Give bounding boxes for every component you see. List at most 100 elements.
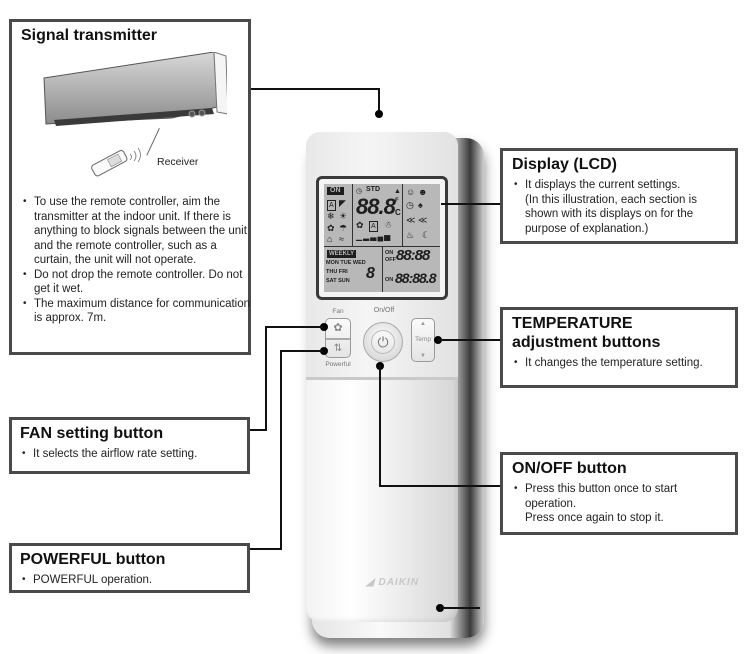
lcd-day-digit: 8	[366, 265, 375, 282]
receiver-sensor	[188, 110, 196, 118]
lcd-person-icon: ☺	[406, 187, 416, 197]
signal-waves-icon	[129, 147, 141, 163]
bullet-item: To use the remote controller, aim the tr…	[23, 195, 256, 268]
indoor-unit-vent	[54, 108, 214, 126]
signal-transmitter-callout: Signal transmitter Receiver To use the r…	[9, 19, 251, 355]
indoor-unit-illustration	[43, 52, 227, 126]
lcd-dry-icon: ☂	[339, 223, 348, 233]
temp-label: Temp	[415, 336, 431, 343]
fan-title: FAN setting button	[20, 425, 164, 442]
powerful-title: POWERFUL button	[20, 551, 166, 568]
onoff-button[interactable]: ⏻	[363, 322, 403, 362]
lcd-temperature-digits: 88.8	[356, 194, 396, 219]
lcd-weekly-indicator: WEEKLY	[327, 250, 357, 258]
lcd-divider	[402, 184, 403, 246]
indoor-unit-side	[213, 52, 227, 115]
temperature-title-line-2: adjustment buttons	[512, 334, 661, 351]
lcd-divider	[352, 184, 353, 246]
connector-line	[379, 365, 381, 485]
connector-line	[379, 485, 501, 487]
power-icon: ⏻	[371, 330, 395, 354]
fan-icon: ✿	[333, 322, 343, 334]
connector-dot	[320, 347, 328, 355]
connector-line	[441, 203, 501, 205]
lcd-days-row-1: MON TUE WED	[326, 260, 366, 266]
connector-line	[378, 88, 380, 113]
connector-line	[440, 607, 480, 609]
lcd-unit-f: F	[395, 198, 399, 204]
lcd-fan-speed-icon: ✿	[356, 220, 364, 230]
connector-line	[265, 326, 267, 430]
lcd-airflow-icon: ≪	[418, 215, 428, 225]
connector-line	[265, 326, 323, 328]
lcd-timer-on-label: ON	[385, 250, 394, 256]
signal-transmitter-bullets: To use the remote controller, aim the tr…	[21, 195, 256, 326]
indoor-unit-front-panel	[43, 52, 218, 125]
powerful-button-callout: POWERFUL button POWERFUL operation.	[9, 543, 250, 593]
lcd-fan-icon: ✿	[327, 223, 335, 233]
display-lcd-callout: Display (LCD) It displays the current se…	[500, 148, 738, 244]
bullet-item: The maximum distance for communication i…	[23, 297, 256, 326]
lcd-flow-icon: ≈	[339, 234, 344, 244]
connector-line	[250, 429, 267, 431]
fan-label: Fan	[332, 308, 344, 315]
lcd-timer-off-label: OFF	[385, 257, 396, 263]
lcd-timer-icon: ◷	[356, 188, 363, 195]
lcd-fan-level-bars: ▁▂▃▄▅	[356, 232, 392, 241]
remote-mini-screen	[107, 153, 123, 168]
lcd-std-indicator: STD	[366, 186, 380, 193]
lcd-timer-on-label-2: ON	[385, 277, 394, 283]
lcd-sensor-icon: ☻	[418, 187, 428, 197]
lcd-time-1: 88:88	[396, 247, 430, 264]
daikin-logo: ◢ DAIKIN	[366, 577, 419, 588]
lcd-clock-icon: ◷	[406, 200, 414, 210]
brand-text: DAIKIN	[378, 577, 419, 588]
onoff-label: On/Off	[373, 307, 395, 314]
temp-down-button[interactable]: ▼	[420, 353, 426, 359]
connector-line	[280, 350, 282, 549]
lcd-unit-c: C	[395, 208, 401, 217]
fan-powerful-button-group: ✿ ⇅	[325, 318, 351, 358]
temperature-title-line-1: TEMPERATURE	[512, 315, 633, 332]
bullet-note: Press once again to stop it.	[525, 512, 664, 524]
lcd-quiet-icon: ☃	[384, 220, 393, 230]
connector-dot	[375, 110, 383, 118]
connector-line	[280, 350, 323, 352]
lcd-display: ON STD ◷ ▲ A ◤ ❄ ☀ ✿ ☂ ⌂ ≈ 88.8 F C ✿	[316, 176, 448, 300]
remote-top-panel: ON STD ◷ ▲ A ◤ ❄ ☀ ✿ ☂ ⌂ ≈ 88.8 F C ✿	[306, 132, 458, 380]
powerful-icon: ⇅	[333, 343, 343, 354]
bullet-item: It displays the current settings. (In th…	[514, 178, 726, 236]
lcd-auto-mode-icon: A	[327, 200, 336, 211]
lcd-comfort-icon: ≪	[406, 215, 416, 225]
signal-transmitter-title: Signal transmitter	[21, 27, 158, 44]
connector-line	[438, 339, 501, 341]
fan-button[interactable]: ✿	[326, 319, 350, 340]
bullet-item: It selects the airflow rate setting.	[22, 447, 239, 462]
lcd-powerful-icon: ♨	[406, 230, 415, 240]
receiver-sensor	[198, 109, 206, 117]
lcd-screen: ON STD ◷ ▲ A ◤ ❄ ☀ ✿ ☂ ⌂ ≈ 88.8 F C ✿	[324, 184, 440, 292]
bullet-item: It changes the temperature setting.	[514, 356, 726, 371]
remote-mini-illustration	[91, 147, 141, 177]
lcd-days-row-3: SAT SUN	[326, 278, 350, 284]
lcd-auto-fan-icon: A	[369, 221, 378, 232]
onoff-title: ON/OFF button	[512, 460, 627, 477]
temp-up-button[interactable]: ▲	[420, 321, 426, 327]
lcd-time-2: 88:88.8	[395, 270, 436, 286]
bullet-item: Do not drop the remote controller. Do no…	[23, 268, 256, 297]
lcd-on-indicator: ON	[327, 187, 344, 195]
connector-dot	[320, 323, 328, 331]
lcd-econo-icon: ♠	[418, 200, 423, 210]
bullet-item: Press this button once to start operatio…	[514, 482, 726, 526]
daikin-logo-mark: ◢	[366, 577, 379, 588]
fan-button-callout: FAN setting button It selects the airflo…	[9, 417, 250, 474]
lcd-cool-icon: ❄	[327, 211, 335, 221]
bullet-item: POWERFUL operation.	[22, 573, 239, 588]
lcd-days-row-2: THU FRI	[326, 269, 348, 275]
lcd-night-icon: ☾	[422, 230, 431, 240]
powerful-button[interactable]: ⇅	[326, 340, 350, 358]
display-lcd-title: Display (LCD)	[512, 156, 617, 173]
bullet-text: Press this button once to start operatio…	[525, 483, 678, 510]
temperature-button-group: ▲ Temp ▼	[411, 318, 435, 362]
lcd-arrow-icon: ▲	[394, 188, 401, 195]
